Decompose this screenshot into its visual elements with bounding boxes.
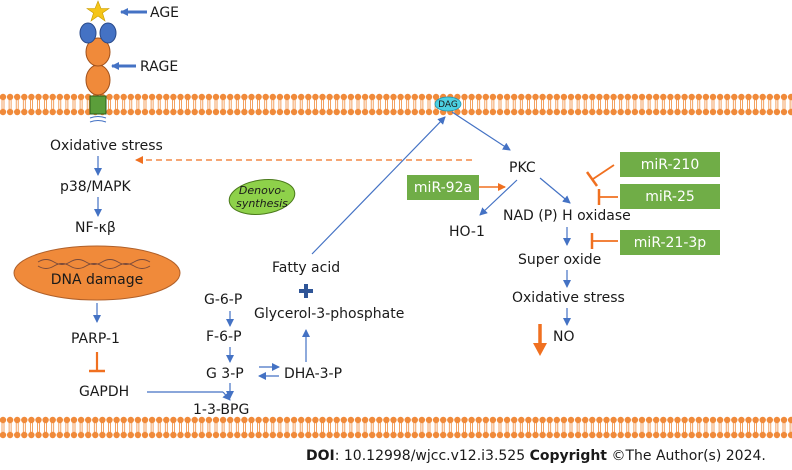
f6p-label: F-6-P xyxy=(206,329,242,345)
ho1-label: HO-1 xyxy=(449,224,485,240)
dna-damage-label: DNA damage xyxy=(51,272,143,288)
g6p-label: G-6-P xyxy=(204,292,242,308)
mir-21-3p-label: miR-21-3p xyxy=(634,235,707,251)
bpg-label: 1-3-BPG xyxy=(193,402,249,418)
p38-mapk-label: p38/MAPK xyxy=(60,179,132,195)
mir-210-inhibition xyxy=(585,171,599,187)
glycerol-3-phosphate-label: Glycerol-3-phosphate xyxy=(254,306,404,322)
oxidative-stress-right: Oxidative stress xyxy=(512,290,625,306)
denovo-synthesis-node xyxy=(228,179,296,215)
mir-92a-label: miR-92a xyxy=(414,180,472,196)
no-label: NO xyxy=(553,329,575,345)
g3p-label: G 3-P xyxy=(206,366,244,382)
fatty-acid-label: Fatty acid xyxy=(272,260,340,276)
superoxide-label: Super oxide xyxy=(518,252,601,268)
mir-92a-box xyxy=(407,175,479,200)
cell-membrane-top xyxy=(0,93,792,116)
nfkb-label: NF-κβ xyxy=(75,220,116,236)
nadph-oxidase-label: NAD (P) H oxidase xyxy=(503,208,631,224)
rage-receptor xyxy=(79,0,117,123)
doi-footer: DOI: 10.12998/wjcc.v12.i3.525 Copyright … xyxy=(306,448,766,464)
parp1-label: PARP-1 xyxy=(71,331,120,347)
no-down-arrow-icon xyxy=(533,343,547,356)
age-star-icon xyxy=(86,0,110,22)
age-label: AGE xyxy=(150,5,179,21)
denovo-label-line1: Denovo- xyxy=(239,184,285,197)
rage-label: RAGE xyxy=(140,59,178,75)
mir-25-label: miR-25 xyxy=(645,189,695,205)
denovo-label-line2: synthesis xyxy=(236,197,288,210)
mir-210-box xyxy=(620,152,720,177)
cell-membrane-bottom xyxy=(0,416,792,439)
mir-21-3p-box xyxy=(620,230,720,255)
dag-node xyxy=(434,96,462,112)
dna-damage-node xyxy=(13,245,181,301)
plus-icon xyxy=(299,284,313,298)
fatty-acid-to-dag-arrow xyxy=(311,116,446,255)
copyright-label: Copyright xyxy=(529,448,608,464)
mir-210-label: miR-210 xyxy=(641,157,699,173)
gapdh-label: GAPDH xyxy=(79,384,129,400)
mir-25-box xyxy=(620,184,720,209)
pkc-label: PKC xyxy=(509,160,536,176)
dag-label: DAG xyxy=(438,100,458,110)
doi-value: : 10.12998/wjcc.v12.i3.525 xyxy=(334,448,526,464)
oxidative-stress-left: Oxidative stress xyxy=(50,138,163,154)
copyright-value: ©The Author(s) 2024. xyxy=(607,448,766,464)
doi-label: DOI xyxy=(306,448,335,464)
dha3p-label: DHA-3-P xyxy=(284,366,342,382)
